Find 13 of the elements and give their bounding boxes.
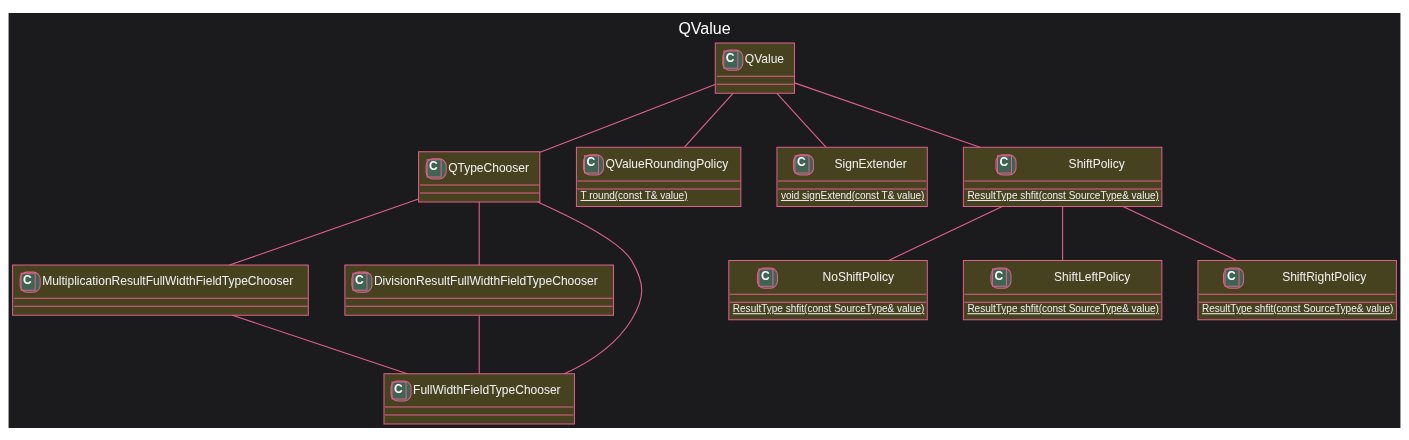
connector	[1062, 205, 1064, 261]
connector	[478, 201, 480, 266]
connector	[537, 201, 643, 374]
connector	[888, 205, 1003, 261]
connector	[793, 81, 981, 148]
connector	[228, 198, 420, 266]
connector	[478, 314, 480, 374]
connector	[776, 92, 827, 148]
connector	[1122, 205, 1238, 261]
connector	[539, 83, 716, 153]
connector	[231, 314, 408, 374]
connector	[683, 92, 734, 148]
diagram-title: QValue	[678, 18, 731, 37]
